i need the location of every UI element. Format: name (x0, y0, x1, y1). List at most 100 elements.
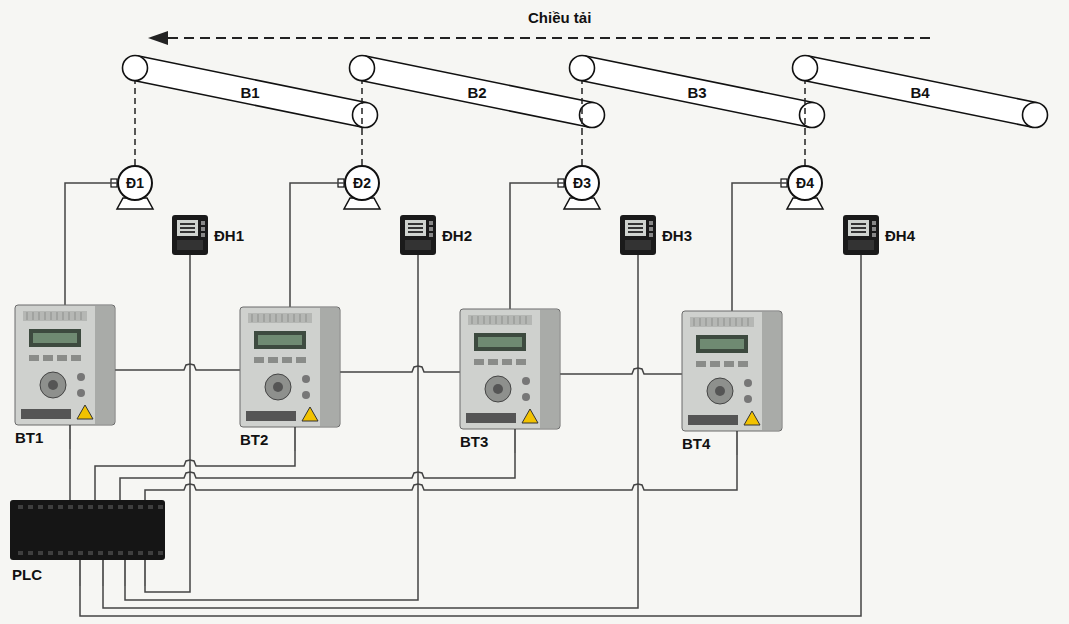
shaft-line (361, 129, 363, 165)
screen-line (851, 231, 866, 233)
plc-terminal (118, 505, 123, 509)
belt-edge (138, 56, 368, 103)
plc-terminal (78, 505, 83, 509)
vent-slot (730, 318, 731, 326)
screen-line (180, 227, 195, 229)
motor-circle (565, 166, 599, 200)
belt-label: B3 (687, 84, 706, 99)
meter-art (620, 215, 656, 255)
plc-terminal (118, 551, 123, 555)
plc-terminal (128, 551, 133, 555)
vent-slot (706, 318, 707, 326)
vent-slot (724, 318, 725, 326)
inverter-key (474, 359, 484, 365)
meter-cable (103, 255, 638, 608)
inverter-vent (248, 313, 312, 323)
plc-terminal (98, 505, 103, 509)
vent-slot (742, 318, 743, 326)
meter-body (620, 215, 656, 255)
cable-stub (736, 431, 738, 455)
belt-edge (365, 56, 595, 103)
bus-cable (340, 366, 460, 372)
inverter-button (302, 391, 310, 399)
inverter-art (15, 305, 115, 449)
display-window (33, 333, 77, 343)
screen-line (851, 227, 866, 229)
vent-slot (57, 312, 58, 320)
meter-key (429, 221, 433, 225)
inverter-knob (40, 372, 66, 398)
inverter-knob (265, 374, 291, 400)
inverter-label: BT4 (682, 436, 710, 451)
shaft-line (581, 129, 583, 165)
pulley (353, 103, 378, 128)
vent-slot (496, 316, 497, 324)
terminal-strip (246, 411, 296, 421)
belt-band (802, 56, 1037, 127)
power-meter: ĐH4 (843, 215, 919, 255)
plc-terminal (108, 551, 113, 555)
pulley (800, 103, 825, 128)
inverter-body (682, 311, 782, 431)
inverter-key (502, 359, 512, 365)
meter-key (201, 233, 205, 237)
knob-center (273, 382, 283, 392)
conveyor-belt: B2 (348, 54, 606, 129)
inverter-button (522, 377, 530, 385)
vent-slot (81, 312, 82, 320)
vent-slot (700, 318, 701, 326)
plc-terminal (88, 551, 93, 555)
meter-cable (125, 255, 418, 600)
inverter-vent (690, 317, 754, 327)
conveyor-belt: B3 (568, 54, 826, 129)
warning-sign (522, 409, 538, 423)
meter-screen (405, 220, 426, 236)
plc-terminal (158, 551, 163, 555)
inverter-display (474, 333, 526, 351)
inverter-key (29, 355, 39, 361)
vent-slot (282, 314, 283, 322)
inverter: BT4 (682, 311, 782, 455)
bus-cable (560, 368, 682, 374)
inverter-key (282, 357, 292, 363)
conveyor-belt: B4 (791, 54, 1049, 129)
vent-slot (712, 318, 713, 326)
inverter-button (77, 389, 85, 397)
plc-terminal (28, 505, 33, 509)
plc-terminal (58, 551, 63, 555)
inverter-art (460, 309, 560, 453)
inverter-button (302, 375, 310, 383)
meter-label: ĐH2 (442, 228, 472, 243)
belt-label: B2 (467, 84, 486, 99)
belt-band (579, 56, 814, 127)
screen-line (408, 231, 423, 233)
belt-band (132, 56, 367, 127)
meter-art (172, 215, 208, 255)
vent-slot (33, 312, 34, 320)
inverter-button (522, 393, 530, 401)
pulley (350, 56, 375, 81)
direction-arrow (164, 37, 930, 39)
plc-controller: PLC (10, 500, 165, 586)
pulley (1023, 103, 1048, 128)
inverter-label: BT1 (15, 430, 43, 445)
shaft-line (804, 129, 806, 165)
meter-screen (177, 220, 198, 236)
plc-terminal (88, 505, 93, 509)
belt-edge (132, 80, 362, 127)
plc-terminal (28, 551, 33, 555)
screen-line (628, 231, 643, 233)
vent-slot (75, 312, 76, 320)
motor: Đ1 (117, 165, 153, 201)
terminal-strip (21, 409, 71, 419)
plc-terminal (18, 551, 23, 555)
meter-panel (625, 240, 651, 250)
vent-slot (306, 314, 307, 322)
power-meter: ĐH1 (172, 215, 248, 255)
bus-cable (115, 364, 240, 370)
inverter-side (540, 310, 559, 428)
inverter-display (29, 329, 81, 347)
vent-slot (502, 316, 503, 324)
plc-terminal (128, 505, 133, 509)
meter-key (429, 227, 433, 231)
